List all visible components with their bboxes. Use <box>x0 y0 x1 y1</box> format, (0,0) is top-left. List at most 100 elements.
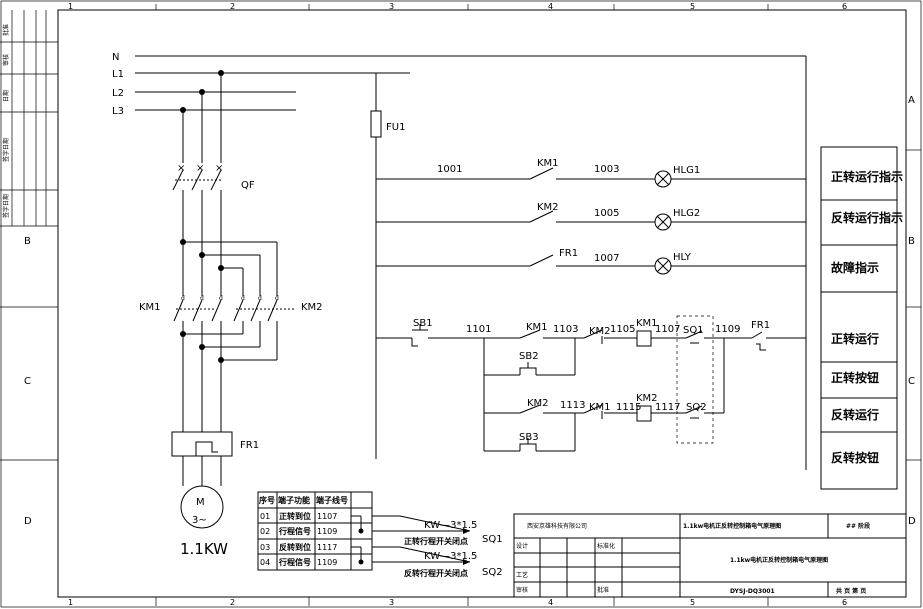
bus-label-l2: L2 <box>112 88 124 99</box>
sb3-label: SB3 <box>519 432 539 443</box>
col-label: 6 <box>842 2 847 11</box>
terminal-table: 序号 端子功能 端子线号 01 正转到位 1107 02 行程信号 1109 0… <box>257 491 373 571</box>
legend-item: 故障指示 <box>831 260 879 275</box>
side-label: 日期 <box>2 90 10 102</box>
row-label: B <box>908 236 915 247</box>
wire-1103: 1103 <box>553 324 578 335</box>
side-label: 签字日期 <box>2 138 10 162</box>
col-label: 5 <box>690 2 695 11</box>
wire-1113: 1113 <box>560 400 585 411</box>
qf-label: QF <box>241 180 255 191</box>
label-standardize: 标准化 <box>597 542 615 550</box>
wire-1005: 1005 <box>594 208 619 219</box>
sheet-info: ## 阶段 <box>846 522 870 530</box>
col-label: 1 <box>68 598 73 607</box>
table-cell: 正转到位 <box>279 511 311 521</box>
sb1-label: SB1 <box>413 318 433 329</box>
power-buses: N L1 L2 L3 <box>112 52 806 117</box>
drawing-title-main: 1.1kw电机正反转控制箱电气原理图 <box>730 556 828 564</box>
table-cell: 1109 <box>317 527 337 536</box>
table-cell: 04 <box>260 558 270 567</box>
motor-power: 1.1KW <box>180 540 228 558</box>
km1-power-label: KM1 <box>139 302 161 313</box>
table-cell: 1117 <box>317 543 337 552</box>
fu1-label: FU1 <box>386 122 405 133</box>
table-cell: 行程信号 <box>278 557 311 567</box>
svg-text:d: d <box>181 295 185 302</box>
row-label: D <box>24 516 32 527</box>
col-label: 3 <box>389 2 394 11</box>
column-labels: 1 2 3 4 5 6 1 2 3 4 5 6 <box>68 2 847 607</box>
hly-label: HLY <box>673 252 692 263</box>
side-label: 签字日期 <box>2 194 10 218</box>
side-label: 批准 <box>2 24 10 36</box>
cable-device: SQ2 <box>482 567 503 578</box>
table-cell: 行程信号 <box>278 526 311 536</box>
table-cell: 03 <box>260 543 270 552</box>
r-km2-label: KM2 <box>527 398 549 409</box>
wire-1117: 1117 <box>655 402 680 413</box>
wire-1105: 1105 <box>610 324 635 335</box>
label-approve: 批准 <box>597 586 609 594</box>
f-sq-label: SQ1 <box>683 325 704 336</box>
cable-desc: 正转行程开关闭点 <box>404 536 468 546</box>
table-cell: 02 <box>260 527 270 536</box>
table-cell: 1109 <box>317 558 337 567</box>
col-label: 4 <box>548 598 553 607</box>
cable-desc: 反转行程开关闭点 <box>404 568 468 578</box>
km2-power-label: KM2 <box>301 302 323 313</box>
sb2-label: SB2 <box>519 351 539 362</box>
wire-1115: 1115 <box>616 402 641 413</box>
legend-item: 正转按钮 <box>831 370 879 385</box>
col-label: 1 <box>68 2 73 11</box>
legend-item: 反转运行指示 <box>831 210 903 225</box>
wire-1109: 1109 <box>715 324 740 335</box>
table-header: 端子功能 <box>278 495 310 505</box>
legend-item: 反转运行 <box>831 407 879 422</box>
r-coil-label: KM2 <box>636 393 658 404</box>
r-km1-label: KM1 <box>589 402 611 413</box>
cable-device: SQ1 <box>482 534 503 545</box>
hlg2-label: HLG2 <box>673 208 700 219</box>
col-label: 3 <box>389 598 394 607</box>
col-label: 2 <box>230 598 235 607</box>
table-cell: 1107 <box>317 512 337 521</box>
cable-spec: KW—3*1.5 <box>424 551 477 562</box>
row-label: C <box>908 376 915 387</box>
motor: M 3~ 1.1KW <box>180 485 228 558</box>
label-design: 设计 <box>516 542 528 550</box>
f-fr-label: FR1 <box>751 320 770 331</box>
row-labels: A B B C C D D <box>24 95 916 527</box>
table-cell: 反转到位 <box>279 542 311 552</box>
svg-text:×: × <box>177 163 185 174</box>
svg-text:d: d <box>258 295 262 302</box>
title-block: 西安京雄科技有限公司 1.1kw电机正反转控制箱电气原理图 ## 阶段 设计 标… <box>513 513 907 598</box>
col-label: 4 <box>548 2 553 11</box>
f-coil-label: KM1 <box>636 318 658 329</box>
km2-main-contacts: d d d KM2 <box>180 295 323 363</box>
row-label: A <box>908 95 915 106</box>
svg-text:×: × <box>215 163 223 174</box>
wire-1107: 1107 <box>655 324 680 335</box>
row-label: C <box>24 376 31 387</box>
row-label: D <box>908 516 916 527</box>
fr1-power-label: FR1 <box>240 440 259 451</box>
table-cell: 01 <box>260 512 270 521</box>
side-label: 审核 <box>2 54 10 66</box>
company-name: 西安京雄科技有限公司 <box>527 522 587 530</box>
f-km2-label: KM2 <box>589 326 611 337</box>
label-review: 审核 <box>516 586 528 594</box>
bus-label-l3: L3 <box>112 106 124 117</box>
f-km1-label: KM1 <box>526 322 548 333</box>
wire-1003: 1003 <box>594 164 619 175</box>
page-count: 共 页 第 页 <box>836 587 866 595</box>
km1-main-contacts: d d d KM1 <box>139 295 223 432</box>
km1-aux-label: KM1 <box>537 158 559 169</box>
wire-1101: 1101 <box>466 324 491 335</box>
label-process: 工艺 <box>516 571 528 579</box>
col-label: 6 <box>842 598 847 607</box>
wire-1001: 1001 <box>437 164 462 175</box>
bus-label-n: N <box>112 52 119 63</box>
